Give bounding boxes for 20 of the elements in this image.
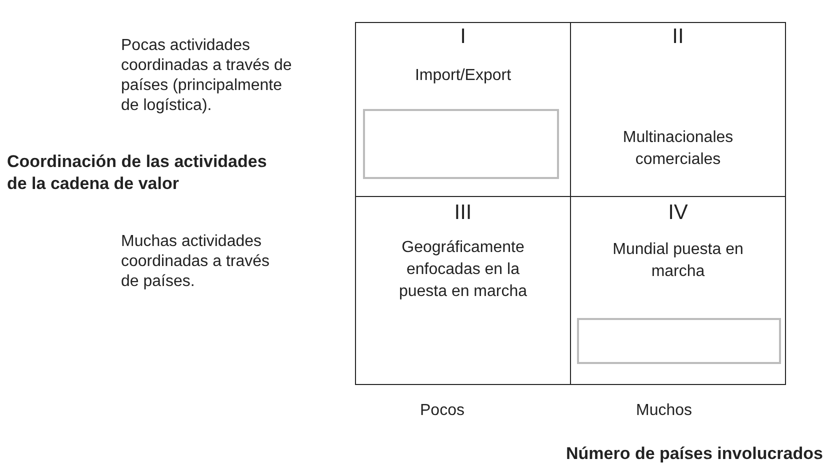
quadrant-number: III [453,201,473,225]
company-box [577,318,781,364]
quadrant-label: Mundial puesta en marcha [612,240,744,282]
axis-tick-label: Muchos [636,401,692,421]
quadrant [355,22,571,197]
quadrant [570,22,786,197]
quadrant-label: Import/Export [414,66,512,86]
company-box [363,109,559,179]
quadrant-label: Geográficamente enfocadas en la puesta en marcha [398,238,528,302]
quadrant [570,196,786,385]
axis-note: Muchas actividades coordinadas a través de países. [121,232,271,292]
quadrant-number: I [459,25,467,49]
axis-note: Pocas actividades coordinadas a través de países (principalmente de logística). [121,36,293,116]
quadrant-number: IV [667,201,689,225]
quadrant [355,196,571,385]
axis-title: Número de países involucrados [566,444,823,464]
axis-tick-label: Pocos [420,401,464,421]
quadrant-label: Multinacionales comerciales [622,128,734,170]
quadrant-number: II [671,25,685,49]
axis-title: Coordinación de las actividades de la cadena de valor [7,151,268,195]
